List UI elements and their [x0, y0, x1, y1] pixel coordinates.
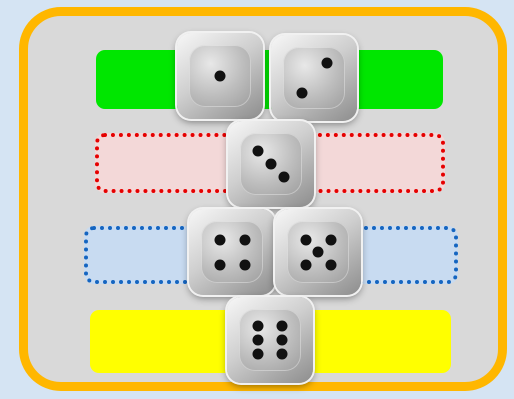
die-three[interactable]: [228, 121, 314, 207]
pip: [277, 349, 288, 360]
pip: [253, 335, 264, 346]
die-face-two-icon: [271, 35, 357, 121]
pip: [253, 146, 264, 157]
pip: [215, 260, 226, 271]
pip: [277, 335, 288, 346]
die-four[interactable]: [189, 209, 275, 295]
die-face-one-icon: [177, 33, 263, 119]
pip: [266, 159, 277, 170]
die-face-six-icon: [227, 297, 313, 383]
pip: [240, 260, 251, 271]
pip: [253, 321, 264, 332]
pip: [301, 260, 312, 271]
die-one[interactable]: [177, 33, 263, 119]
pip: [326, 260, 337, 271]
die-five[interactable]: [275, 209, 361, 295]
pip: [215, 71, 226, 82]
die-two[interactable]: [271, 35, 357, 121]
pip: [215, 235, 226, 246]
pip: [277, 321, 288, 332]
die-face-three-icon: [228, 121, 314, 207]
pip: [253, 349, 264, 360]
pip: [326, 235, 337, 246]
die-face-five-icon: [275, 209, 361, 295]
die-six[interactable]: [227, 297, 313, 383]
pip: [313, 247, 324, 258]
pip: [240, 235, 251, 246]
pip: [279, 172, 290, 183]
green-band: [96, 50, 443, 109]
die-face-four-icon: [189, 209, 275, 295]
pip: [322, 58, 333, 69]
pip: [297, 88, 308, 99]
pip: [301, 235, 312, 246]
